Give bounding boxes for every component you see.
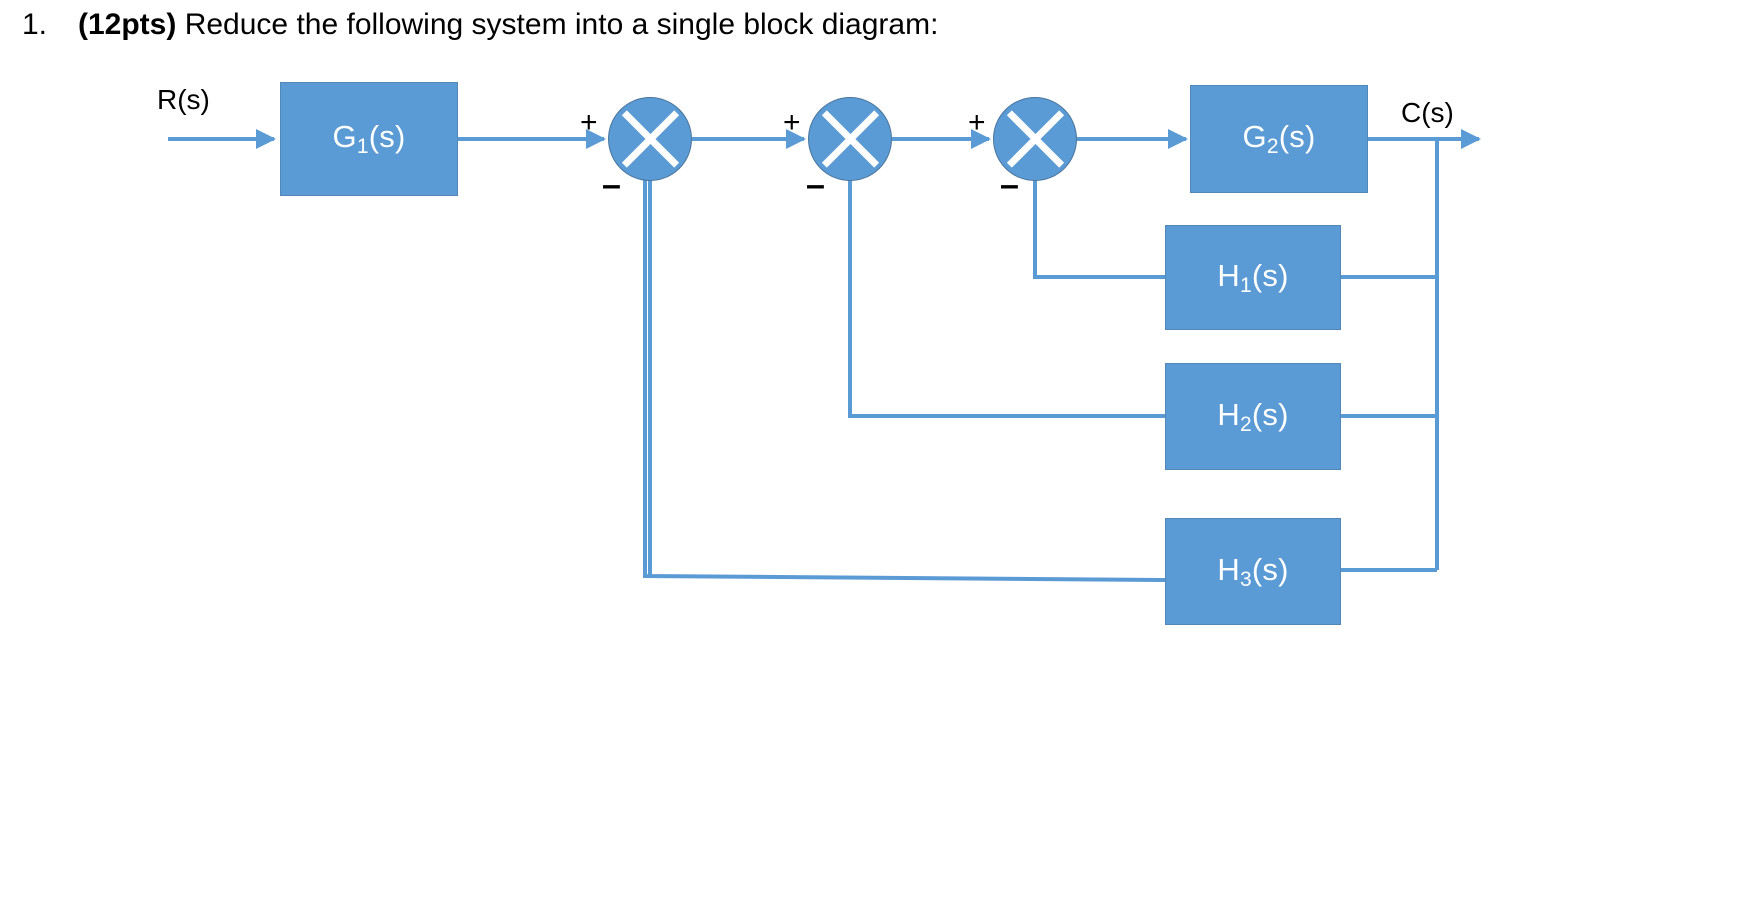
- input-signal-label: R(s): [157, 84, 210, 115]
- question-prompt: Reduce the following system into a singl…: [184, 8, 939, 41]
- block-g1-label: G1(s): [332, 119, 406, 158]
- sum3-plus-sign: +: [968, 106, 986, 139]
- block-h2-label: H2(s): [1217, 396, 1289, 436]
- sum1-minus-sign: –: [602, 166, 621, 204]
- block-h3-label: H3(s): [1217, 551, 1289, 591]
- sum1-plus-sign: +: [580, 106, 598, 139]
- block-g2-label: G2(s): [1242, 119, 1316, 158]
- summing-junction-1[interactable]: [608, 97, 692, 181]
- sum2-plus-sign: +: [783, 106, 801, 139]
- block-h2[interactable]: H2(s): [1165, 363, 1341, 470]
- block-h1-label: H1(s): [1217, 257, 1289, 297]
- question-heading: 1. (12pts) Reduce the following system in…: [22, 6, 1522, 44]
- output-signal-label: C(s): [1401, 97, 1454, 128]
- sum2-minus-sign: –: [806, 166, 825, 204]
- sum3-minus-sign: –: [1000, 166, 1019, 204]
- block-h1[interactable]: H1(s): [1165, 225, 1341, 330]
- question-number: 1.: [22, 8, 48, 41]
- summing-junction-3[interactable]: [993, 97, 1077, 181]
- block-g1[interactable]: G1(s): [280, 82, 458, 196]
- question-points: (12pts): [78, 8, 177, 41]
- block-g2[interactable]: G2(s): [1190, 85, 1368, 193]
- summing-junction-2[interactable]: [808, 97, 892, 181]
- wire-h3-to-sum1: [643, 180, 1166, 582]
- block-h3[interactable]: H3(s): [1165, 518, 1341, 625]
